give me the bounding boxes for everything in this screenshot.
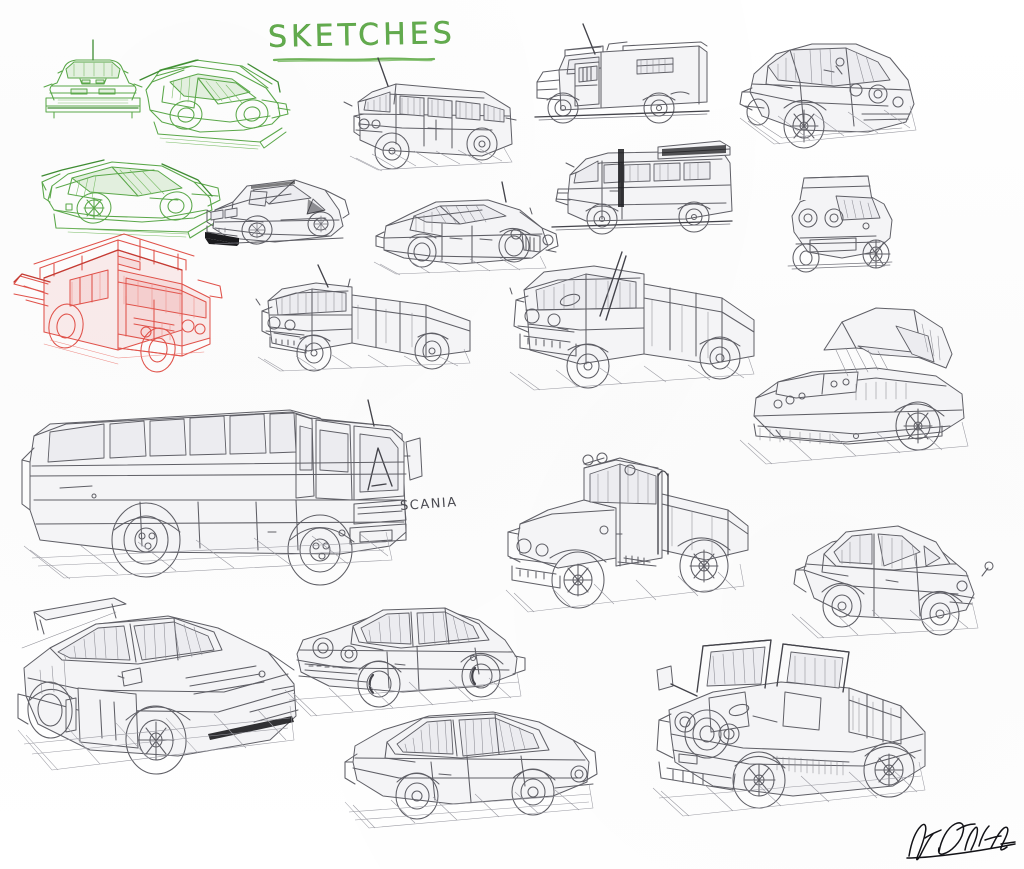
- sketch-small-hatchback-rear-three-quarter: [790, 498, 998, 646]
- sketch-open-top-utility-vehicle: [652, 630, 941, 830]
- sketch-off-road-minibus-uaz: [342, 57, 532, 186]
- sketch-scania-coach-bus: [20, 399, 500, 600]
- sketch-bubble-microcar-three-quarter: [738, 22, 933, 164]
- sketch-green-sports-coupe-rear-three-quarter: [139, 52, 291, 160]
- sketch-land-rover-box-ambulance-side: [531, 20, 743, 136]
- sketch-canopy-roadster-open-bubble-top: [736, 306, 984, 484]
- sketch-cab-over-pickup-truck-left: [255, 264, 484, 387]
- page-title-text: SKETCHES: [267, 15, 457, 55]
- title-underline: [272, 57, 436, 63]
- sketch-green-sports-coupe-front-view: [38, 38, 148, 124]
- sketch-bubble-microcar-front-view: [780, 170, 906, 280]
- sketch-classic-ponton-sedan: [370, 181, 562, 296]
- sketch-cab-over-pickup-truck-right: [509, 250, 758, 402]
- artist-signature: [906, 822, 1016, 861]
- sketch-camper-van-side-profile: [546, 133, 752, 243]
- sketch-unimog-flatbed-truck: [505, 438, 749, 630]
- sketch-red-fire-rescue-truck: [13, 226, 242, 382]
- sketch-classic-coupe-front-three-quarter: [283, 596, 531, 726]
- sketch-black-sports-sedan-front-three-quarter: [203, 166, 350, 266]
- sketch-renault-5-turbo-rally-hatch: [17, 590, 310, 795]
- sketch-classic-sedan-rear-three-quarter: [343, 700, 599, 840]
- sketch-green-sports-coupe-front-three-quarter: [41, 148, 221, 240]
